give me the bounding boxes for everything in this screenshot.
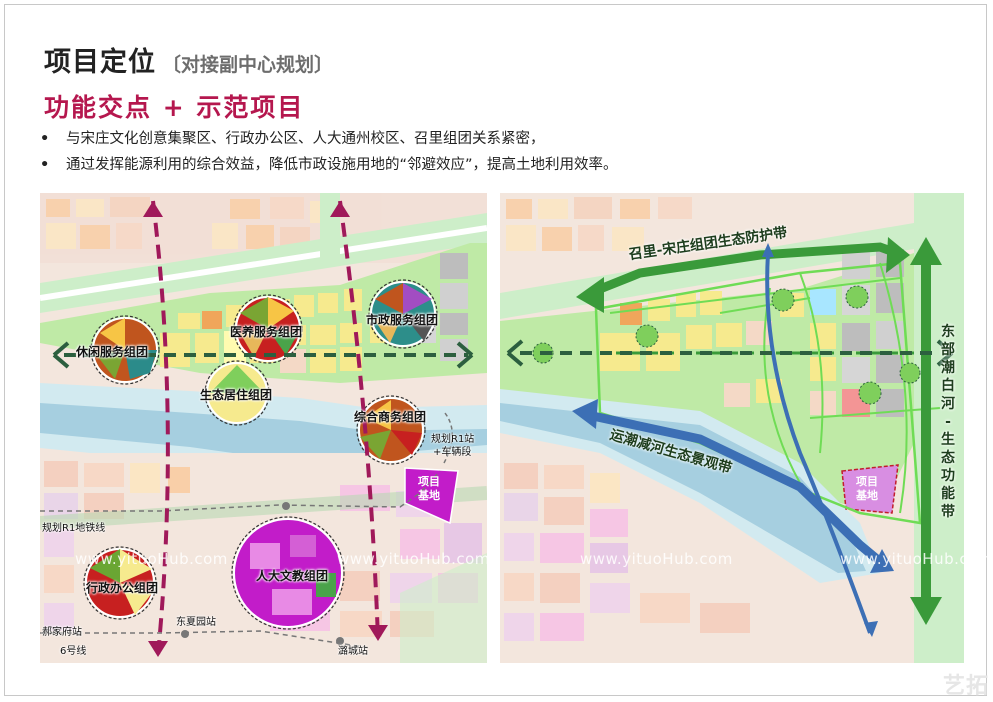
station-r1-sub-label: +车辆段 (433, 447, 472, 458)
page-frame (4, 4, 987, 696)
project-site-label-left-2: 基地 (418, 489, 440, 502)
cluster-label-yiyang: 医养服务组团 (230, 325, 303, 339)
watermark-2: www.yituoHub.com (337, 550, 490, 568)
bullet-item: • 通过发挥能源利用的综合效益，降低市政设施用地的“邻避效应”，提高土地利用效率。 (36, 156, 618, 182)
east-belt-char: 生 (941, 432, 955, 448)
right-planning-map: 召里-宋庄组团生态防护带 运潮减河生态景观带 项目 基地 东部潮白河-生态功能带 (500, 193, 964, 663)
bullet-dot: • (40, 131, 50, 147)
title-sub: 〔对接副中心规划〕 (162, 54, 334, 76)
page-title: 项目定位 〔对接副中心规划〕 (44, 40, 333, 79)
cluster-label-shizheng: 市政服务组团 (366, 313, 439, 327)
cluster-xiuxian-graphic (90, 315, 160, 385)
bullet-text: 与宋庄文化创意集聚区、行政办公区、人大通州校区、召里组团关系紧密， (66, 131, 545, 147)
project-site-label-right-2: 基地 (856, 489, 878, 502)
east-belt-char: 功 (941, 468, 955, 484)
metro-r1-label: 规划R1地铁线 (42, 523, 106, 534)
east-belt-char: 潮 (941, 360, 955, 376)
east-belt-char: - (945, 414, 951, 430)
station-haojiafu-label: 郝家府站 (42, 627, 82, 638)
east-belt-char: 态 (941, 450, 955, 466)
cluster-label-renda: 人大文教组团 (256, 569, 329, 583)
east-belt-char: 白 (941, 378, 955, 394)
east-belt-char: 部 (941, 342, 955, 358)
east-belt-char: 带 (941, 504, 955, 520)
bullet-list: • 与宋庄文化创意集聚区、行政办公区、人大通州校区、召里组团关系紧密， • 通过发挥… (36, 130, 618, 182)
bullet-dot: • (40, 157, 50, 173)
right-map-graphic (500, 193, 964, 663)
station-lucheng-label: 潞城站 (338, 646, 368, 657)
cluster-label-shengtai: 生态居住组团 (200, 388, 273, 402)
project-site-label-left-1: 项目 (418, 475, 440, 488)
cluster-label-xingzheng: 行政办公组团 (86, 581, 159, 595)
bullet-item: • 与宋庄文化创意集聚区、行政办公区、人大通州校区、召里组团关系紧密， (36, 130, 618, 156)
line6-label: 6号线 (60, 646, 87, 657)
east-belt-char: 能 (941, 486, 955, 502)
section-subtitle: 功能交点 + 示范项目 (44, 93, 305, 122)
watermark-4: www.yituoHub.com (840, 550, 993, 568)
title-main: 项目定位 (44, 47, 156, 78)
station-r1-label: 规划R1站 (431, 434, 475, 445)
left-map-graphic (40, 193, 487, 663)
project-site-label-right-1: 项目 (856, 475, 878, 488)
east-belt-char: 河 (941, 396, 955, 412)
cluster-label-xiuxian: 休闲服务组团 (76, 345, 149, 359)
station-dongxiayuan-label: 东夏园站 (176, 617, 216, 628)
corner-logo: 艺拓 (942, 674, 989, 699)
watermark-1: www.yituoHub.com (75, 550, 228, 568)
bullet-text: 通过发挥能源利用的综合效益，降低市政设施用地的“邻避效应”，提高土地利用效率。 (66, 157, 618, 173)
cluster-label-zonghe: 综合商务组团 (354, 410, 427, 424)
watermark-3: www.yituoHub.com (580, 550, 733, 568)
left-planning-map: 休闲服务组团 医养服务组团 市政服务组团 生态居住组团 综合商务组团 行政办公组… (40, 193, 487, 663)
east-belt-char: 东 (941, 324, 955, 340)
